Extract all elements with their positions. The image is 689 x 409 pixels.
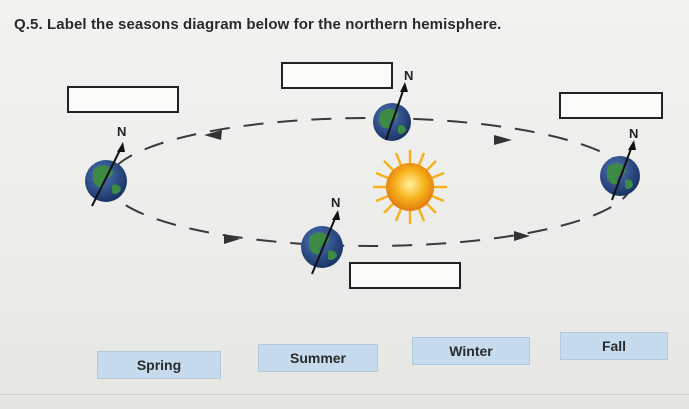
earth-globe-icon (600, 140, 640, 201)
label-drop-box-right[interactable] (559, 92, 663, 119)
label-drop-box-bottom[interactable] (349, 262, 461, 289)
label-drop-box-top[interactable] (281, 62, 393, 89)
orbit-path (107, 117, 633, 247)
answer-tile-spring[interactable]: Spring (97, 351, 221, 379)
north-label: N (331, 195, 340, 210)
divider (0, 394, 689, 395)
answer-tile-fall[interactable]: Fall (560, 332, 668, 360)
north-label: N (629, 126, 638, 141)
north-label: N (117, 124, 126, 139)
earth-globe-icon (301, 210, 343, 275)
label-drop-box-left[interactable] (67, 86, 179, 113)
earth-globe-icon (85, 142, 127, 207)
earth-globe-icon (373, 82, 411, 141)
answer-tile-summer[interactable]: Summer (258, 344, 378, 372)
north-label: N (404, 68, 413, 83)
question-text: Q.5. Label the seasons diagram below for… (14, 16, 502, 33)
orbit-arrow-icon (204, 130, 530, 244)
sun-icon (373, 150, 447, 224)
answer-tile-winter[interactable]: Winter (412, 337, 530, 365)
